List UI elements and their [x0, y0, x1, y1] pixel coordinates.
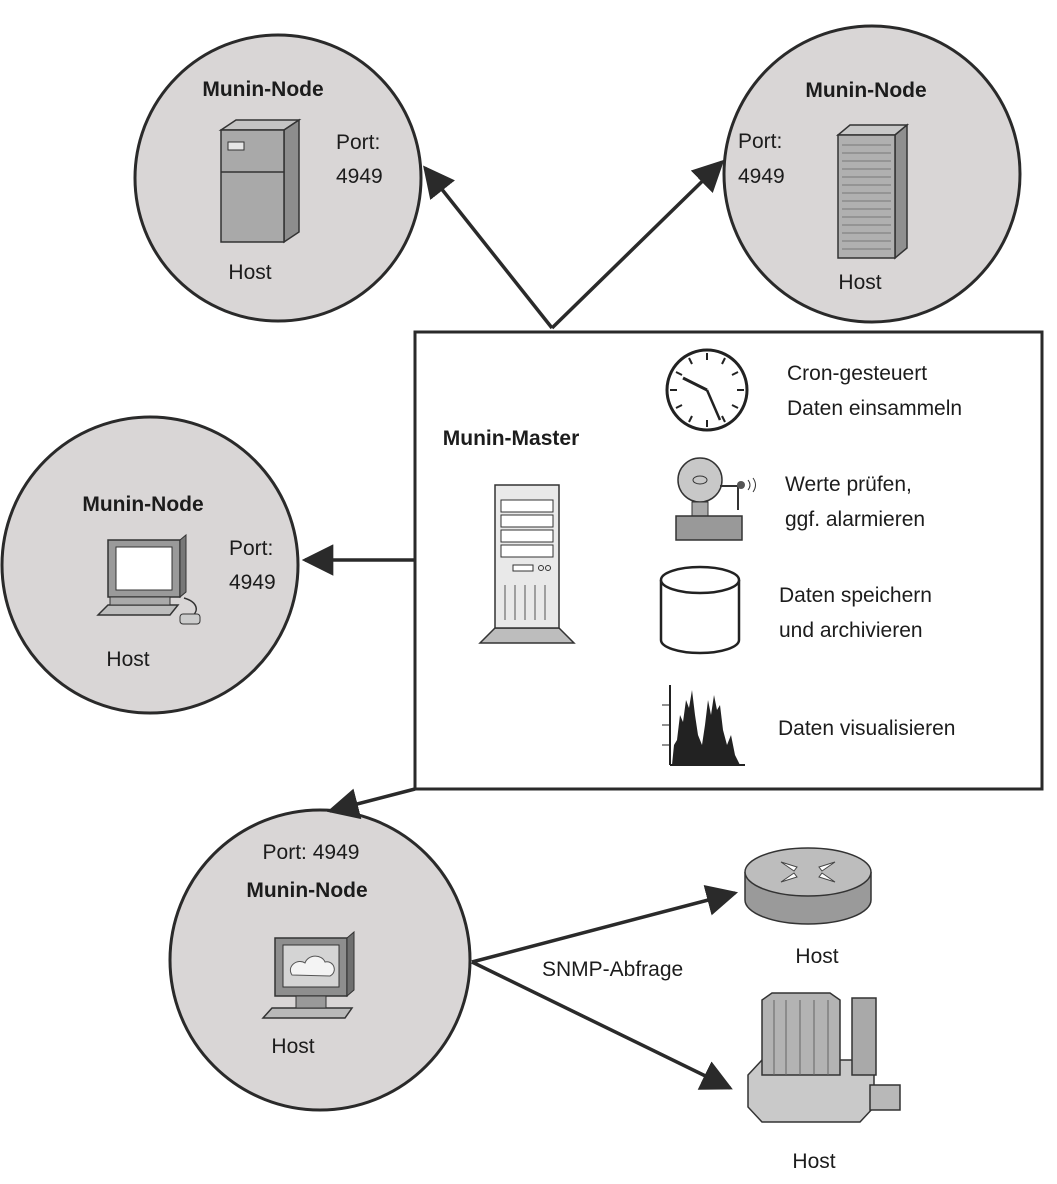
connection-arrows — [301, 159, 739, 1090]
port-number: 4949 — [229, 571, 276, 594]
rack-tower-icon — [835, 123, 910, 260]
host-label: Host — [271, 1035, 315, 1058]
desktop-computer-icon — [96, 533, 201, 625]
task-clock-line1: Cron-gesteuert — [787, 362, 928, 385]
host-label: Host — [792, 1150, 836, 1173]
arrow-master-to-top-left — [423, 165, 554, 330]
monitor-cloud-icon — [261, 930, 355, 1019]
server-tower-icon — [218, 118, 302, 244]
node-title: Munin-Node — [82, 493, 204, 516]
task-alarm-line2: ggf. alarmieren — [785, 508, 926, 531]
snmp-label: SNMP-Abfrage — [542, 958, 684, 981]
task-storage-line1: Daten speichern — [779, 584, 932, 607]
master-title: Munin-Master — [442, 427, 580, 450]
port-label: Port: — [229, 537, 274, 560]
database-icon — [659, 565, 741, 655]
alarm-bell-icon — [675, 457, 756, 541]
task-storage-line2: und archivieren — [779, 619, 923, 642]
task-clock-line2: Daten einsammeln — [787, 397, 963, 420]
histogram-icon — [662, 685, 745, 766]
host-label: Host — [838, 271, 882, 294]
port-label: Port: 4949 — [262, 841, 360, 864]
port-number: 4949 — [738, 165, 785, 188]
arrow-master-to-top-right — [550, 159, 725, 330]
port-label: Port: — [738, 130, 783, 153]
task-alarm-line1: Werte prüfen, — [785, 473, 912, 496]
arrow-snmp-to-switch — [471, 960, 733, 1090]
switch-icon — [747, 992, 901, 1123]
port-number: 4949 — [336, 165, 383, 188]
host-label: Host — [795, 945, 839, 968]
clock-icon — [665, 348, 749, 432]
arrow-master-to-bottom — [326, 787, 416, 820]
master-server-icon — [478, 484, 576, 644]
host-label: Host — [228, 261, 272, 284]
port-label: Port: — [336, 131, 381, 154]
task-visualize-line1: Daten visualisieren — [778, 717, 956, 740]
node-title: Munin-Node — [805, 79, 927, 102]
arrow-snmp-to-router — [471, 884, 739, 964]
host-label: Host — [106, 648, 150, 671]
node-title: Munin-Node — [246, 879, 368, 902]
node-title: Munin-Node — [202, 78, 324, 101]
router-icon — [744, 847, 872, 925]
